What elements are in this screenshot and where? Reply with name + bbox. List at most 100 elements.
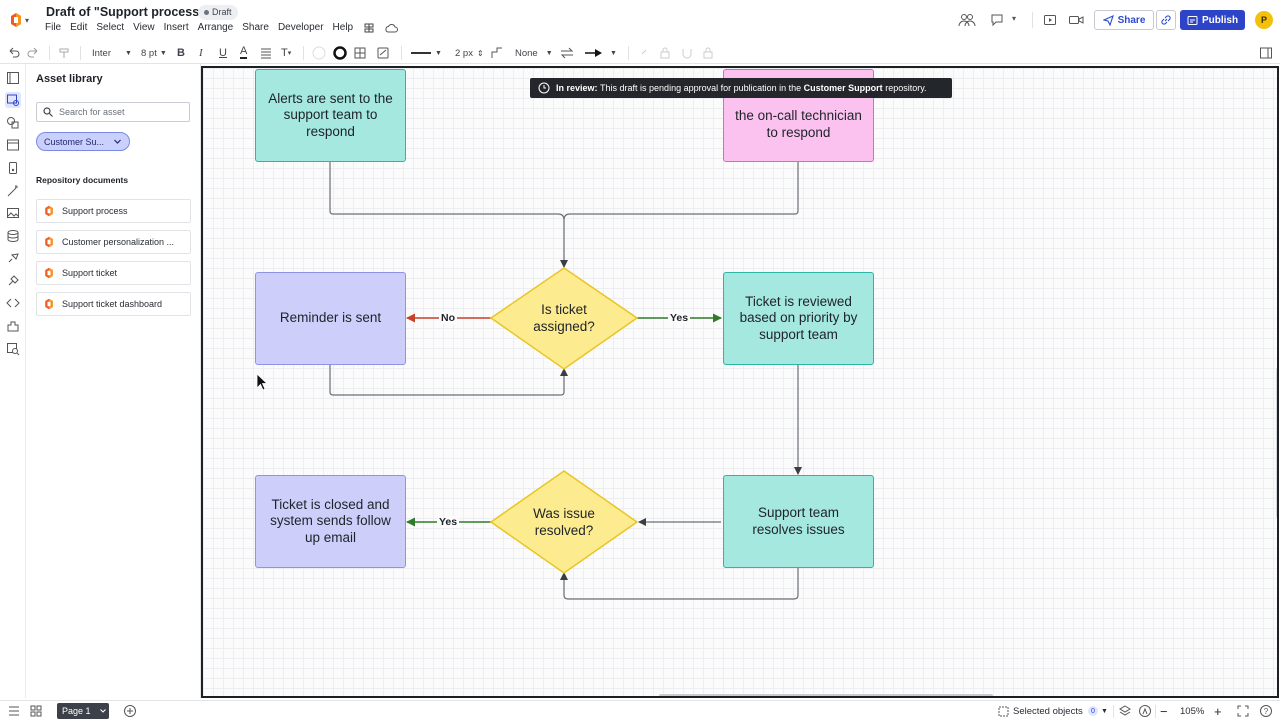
layers-icon[interactable] (1118, 703, 1132, 719)
selection-icon[interactable] (997, 703, 1010, 719)
page-grid-icon[interactable] (29, 703, 43, 719)
repository-document-item[interactable]: Customer personalization ... (36, 230, 191, 254)
node-ticket-closed[interactable]: Ticket is closed and system sends follow… (255, 475, 406, 568)
repository-select[interactable]: Customer Su... (36, 132, 130, 151)
text-color-icon[interactable]: A (240, 45, 248, 59)
asset-search-box[interactable] (36, 102, 190, 122)
menu-edit[interactable]: Edit (70, 22, 88, 33)
node-alerts-sent[interactable]: Alerts are sent to the support team to r… (255, 69, 406, 162)
shapes-icon[interactable] (5, 115, 21, 131)
device-icon[interactable] (5, 160, 21, 176)
collaborators-icon[interactable] (958, 13, 976, 27)
repository-document-item[interactable]: Support ticket (36, 261, 191, 285)
menu-help[interactable]: Help (332, 22, 354, 33)
page-tab[interactable]: Page 1 (57, 703, 109, 719)
edge-label-yes-closed[interactable]: Yes (437, 516, 460, 528)
present-icon[interactable] (1043, 13, 1057, 27)
redo-icon[interactable] (27, 45, 41, 61)
arrow-end-icon[interactable] (584, 45, 604, 61)
repository-document-item[interactable]: Support ticket dashboard (36, 292, 191, 316)
table-icon[interactable] (353, 45, 367, 61)
cloud-saved-icon[interactable] (384, 22, 399, 34)
copy-link-button[interactable] (1156, 10, 1176, 30)
style-icon[interactable] (376, 45, 390, 61)
add-page-icon[interactable] (123, 703, 137, 719)
line-color-icon[interactable] (332, 45, 348, 61)
magic-wand-icon[interactable] (5, 183, 21, 199)
zoom-out-icon[interactable]: − (1160, 703, 1168, 719)
repository-value: Customer Su... (44, 136, 105, 147)
apps-icon[interactable] (362, 22, 376, 34)
menu-select[interactable]: Select (96, 22, 125, 33)
fit-to-screen-icon[interactable] (1236, 703, 1250, 719)
zoom-in-icon[interactable]: + (1214, 703, 1222, 719)
right-panel-toggle-icon[interactable] (1259, 45, 1273, 61)
link-disabled-icon (641, 49, 647, 55)
font-family-select[interactable]: Inter▼ (92, 45, 132, 61)
edge-label-no[interactable]: No (439, 312, 457, 324)
document-name: Support process (62, 206, 128, 216)
share-button[interactable]: Share (1094, 10, 1154, 30)
comments-chevron-icon[interactable]: ▾ (1012, 14, 1017, 23)
pages-panel-icon[interactable] (5, 70, 21, 86)
swap-arrows-icon[interactable] (559, 45, 575, 61)
accessibility-icon[interactable] (1138, 703, 1152, 719)
plugin-icon[interactable] (5, 273, 21, 289)
publish-button[interactable]: Publish (1180, 10, 1245, 30)
code-icon[interactable] (5, 295, 21, 311)
selected-objects-chevron-icon[interactable]: ▼ (1101, 707, 1108, 715)
video-icon[interactable] (1068, 13, 1084, 27)
decision-label-assigned[interactable]: Is ticket assigned? (533, 302, 595, 334)
selected-objects-label[interactable]: Selected objects (1013, 705, 1083, 717)
horizontal-scrollbar[interactable] (659, 694, 993, 696)
bold-icon[interactable]: B (177, 47, 185, 59)
search-shapes-icon[interactable] (5, 341, 21, 357)
menu-developer[interactable]: Developer (277, 22, 324, 33)
help-icon[interactable]: ? (1259, 703, 1273, 719)
vertical-scrollbar[interactable] (1276, 368, 1277, 518)
edge-label-yes-reviewed[interactable]: Yes (668, 312, 691, 324)
user-avatar[interactable]: P (1255, 11, 1273, 29)
document-name: Customer personalization ... (62, 237, 175, 247)
format-painter-icon[interactable] (58, 45, 72, 61)
integrations-icon[interactable] (5, 250, 21, 266)
node-support-resolves[interactable]: Support team resolves issues (723, 475, 874, 568)
underline-icon[interactable]: U (219, 47, 227, 59)
italic-icon[interactable]: I (199, 47, 203, 59)
decision-label-resolved[interactable]: Was issue resolved? (533, 506, 595, 538)
menu-view[interactable]: View (133, 22, 155, 33)
comments-icon[interactable] (990, 13, 1004, 27)
menu-share[interactable]: Share (242, 22, 269, 33)
containers-icon[interactable] (5, 137, 21, 153)
node-reminder-sent[interactable]: Reminder is sent (255, 272, 406, 365)
zoom-level[interactable]: 105% (1180, 705, 1205, 717)
image-icon[interactable] (5, 205, 21, 221)
node-ticket-reviewed[interactable]: Ticket is reviewed based on priority by … (723, 272, 874, 365)
banner-status: In review: (556, 83, 598, 93)
line-end-chevron-icon: ▼ (545, 49, 553, 57)
menu-file[interactable]: File (45, 22, 62, 33)
line-width-select[interactable]: 2 px⇕ (455, 45, 484, 61)
diagram-canvas[interactable]: Alerts are sent to the support team to r… (201, 66, 1279, 698)
document-title[interactable]: Draft of "Support process " (46, 5, 209, 19)
line-shape-icon[interactable] (490, 45, 504, 61)
line-style-select[interactable]: ▼ (411, 45, 442, 61)
fill-color-icon[interactable] (311, 45, 327, 61)
undo-icon[interactable] (6, 45, 20, 61)
page-list-icon[interactable] (7, 703, 21, 719)
repository-document-item[interactable]: Support process (36, 199, 191, 223)
data-icon[interactable] (5, 228, 21, 244)
menu-insert[interactable]: Insert (163, 22, 189, 33)
line-end-select[interactable]: None▼ (515, 45, 553, 61)
arrow-end-chevron-icon[interactable]: ▼ (610, 49, 617, 57)
menu-arrange[interactable]: Arrange (197, 22, 234, 33)
bottom-divider (1113, 705, 1114, 718)
align-icon[interactable] (260, 45, 272, 61)
font-size-select[interactable]: 8 pt▼ (141, 45, 167, 61)
text-options-icon[interactable]: T▾ (281, 47, 292, 59)
asset-library-icon[interactable] (5, 92, 21, 108)
extensions-icon[interactable] (5, 318, 21, 334)
app-logo[interactable]: ▾ (9, 11, 33, 29)
font-chevron-icon: ▼ (125, 49, 132, 57)
asset-search-input[interactable] (59, 107, 179, 117)
